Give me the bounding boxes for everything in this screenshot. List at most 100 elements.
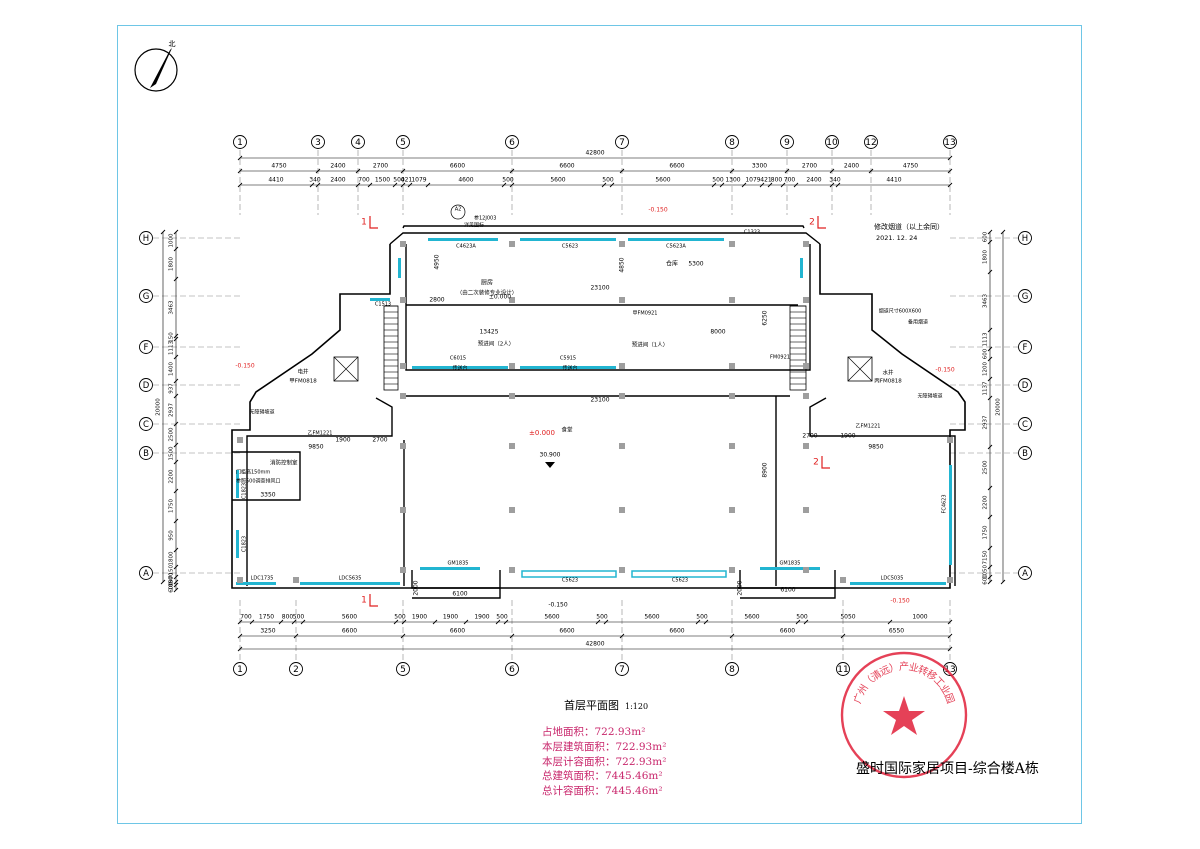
- wall-entry-right: [739, 570, 835, 589]
- right-parts-value: 600: [983, 574, 989, 585]
- dim-tick: [160, 229, 166, 235]
- wall-inner-right: [809, 397, 956, 586]
- label-opening: C5623: [562, 244, 578, 250]
- dim-tick: [300, 619, 306, 625]
- left-parts-value: 1113: [169, 341, 175, 355]
- column: [400, 363, 406, 369]
- dim-1900b: 1900: [840, 433, 855, 440]
- area-stats: 占地面积：722.93m² 本层建筑面积：722.93m² 本层计容面积：722…: [542, 725, 666, 799]
- left-parts-value: 7150: [169, 565, 175, 579]
- left-parts-value: 937: [169, 383, 175, 394]
- dim-tick: [237, 633, 243, 639]
- column: [509, 567, 515, 573]
- axis-label-top: 12: [865, 138, 876, 148]
- revision-note: 修改烟道（以上余同）: [874, 222, 944, 231]
- column: [619, 363, 625, 369]
- column: [509, 363, 515, 369]
- label-opening: GM1835: [448, 561, 469, 567]
- axis-label-left: F: [144, 343, 149, 353]
- dim-tick: [603, 619, 609, 625]
- axis-bubble: [505, 135, 519, 149]
- label-fire-note1: 门槛高150mm: [236, 469, 270, 476]
- dim-tick: [509, 633, 515, 639]
- window-c5623a: [628, 238, 724, 241]
- column: [509, 393, 515, 399]
- dim-tick: [987, 376, 993, 382]
- right-parts-value: 1750: [983, 525, 989, 539]
- detail-index-circle: [450, 204, 466, 220]
- dim-tick: [987, 574, 993, 580]
- dim-tick: [173, 488, 179, 494]
- dim-tick: [1000, 579, 1006, 585]
- axis-bubble: [825, 135, 839, 149]
- right-parts-value: 1137: [983, 381, 989, 395]
- dim-tick: [173, 421, 179, 427]
- top-row2-value: 500: [712, 177, 724, 184]
- elec-shaft: [333, 356, 359, 382]
- column: [729, 363, 735, 369]
- dim-tick: [829, 182, 835, 188]
- room-kitchen-note: （由二次装修专业设计）: [457, 289, 518, 297]
- dim-tick: [173, 574, 179, 580]
- dim-tick: [309, 182, 315, 188]
- dim-6250: 6250: [762, 310, 769, 325]
- dim-tick: [619, 633, 625, 639]
- column: [237, 577, 243, 583]
- dim-tick: [249, 619, 255, 625]
- dim-tick: [868, 168, 874, 174]
- axis-label-bottom: 2: [293, 665, 299, 675]
- dim-tick: [947, 155, 953, 161]
- dim-tick: [601, 182, 607, 188]
- window-c5623b: [521, 570, 617, 578]
- dim-6100a: 6100: [452, 591, 467, 598]
- top-row2-value: 421: [760, 177, 772, 184]
- column: [729, 443, 735, 449]
- label-opening: C1513: [375, 302, 391, 308]
- elevation-out-right2: -0.150: [935, 367, 955, 374]
- axis-bubble: [943, 662, 957, 676]
- dim-tick: [987, 579, 993, 585]
- north-arrow-icon: [150, 48, 172, 88]
- label-opening: LDC5635: [339, 576, 362, 582]
- right-parts-value: 3463: [983, 294, 989, 308]
- section-arrow: [369, 216, 378, 229]
- dim-6100b: 6100: [780, 587, 795, 594]
- bottom-row2-value: 1900: [412, 614, 427, 621]
- dim-tick: [392, 182, 398, 188]
- top-row1-value: 4750: [903, 163, 918, 170]
- axis-bubble: [139, 446, 153, 460]
- dim-4850: 4850: [619, 257, 626, 272]
- label-window-c1823b: C1823: [242, 536, 248, 552]
- dim-tick: [173, 229, 179, 235]
- dim-tick: [315, 168, 321, 174]
- column: [840, 577, 846, 583]
- dim-tick: [741, 182, 747, 188]
- label-window-fc4623: FC4623: [942, 494, 948, 513]
- top-row2-value: 1079: [411, 177, 426, 184]
- left-parts-value: 150: [169, 332, 175, 343]
- seal-char: 转: [916, 663, 930, 679]
- window-vert-right: [800, 258, 803, 278]
- axis-bubble: [139, 417, 153, 431]
- label-fire-note2: 参照500调查排风口: [236, 478, 281, 485]
- seal-char: 业: [908, 661, 920, 675]
- dim-tick: [803, 619, 809, 625]
- door-gm1835a: [420, 567, 480, 570]
- axis-label-top: 4: [355, 138, 361, 148]
- dim-4950: 4950: [434, 254, 441, 269]
- dim-tick: [495, 619, 501, 625]
- top-row2-value: 500: [393, 177, 405, 184]
- bottom-row2-value: 500: [496, 614, 508, 621]
- dim-tick: [173, 459, 179, 465]
- dim-tick: [719, 182, 725, 188]
- label-smoke-size: 烟道尺寸600X600: [879, 308, 922, 315]
- bottom-row2-value: 500: [596, 614, 608, 621]
- right-parts-value: 2937: [983, 415, 989, 429]
- label-opening: 乙FM1221: [308, 430, 333, 437]
- dim-2000b: 2000: [737, 580, 744, 595]
- dim-tick: [947, 633, 953, 639]
- bottom-row2-value: 5600: [544, 614, 559, 621]
- window-c1823a: [236, 470, 239, 498]
- axis-label-bottom: 7: [619, 665, 625, 675]
